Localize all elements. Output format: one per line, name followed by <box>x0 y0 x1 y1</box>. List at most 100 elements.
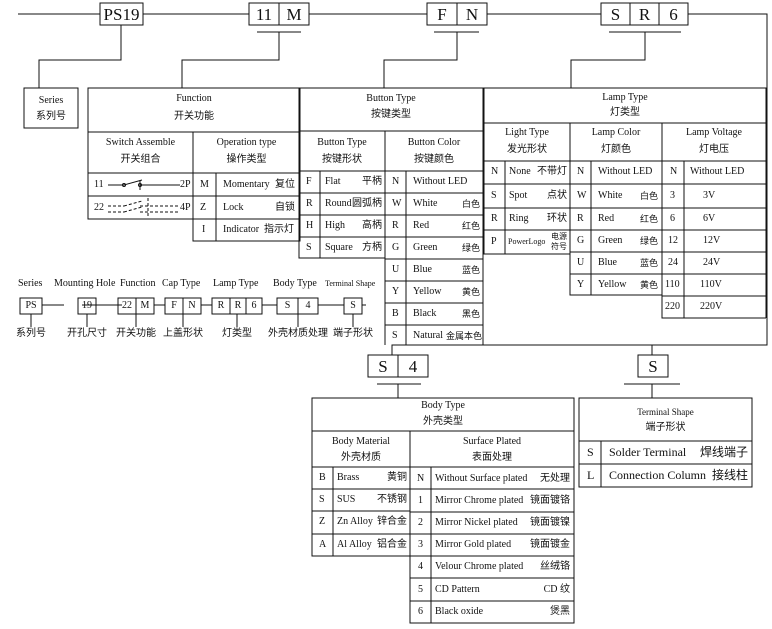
button-type-name-cn: 方柄 <box>362 242 382 253</box>
voltage-code: 220 <box>665 301 680 312</box>
code-light-type: S <box>610 5 621 24</box>
light-type-name: Ring <box>509 213 529 224</box>
button-type-name-cn: 平柄 <box>362 176 382 187</box>
example-header-series: Series <box>18 278 43 289</box>
switch-code: 11 <box>94 179 104 190</box>
light-type-code: P <box>491 236 497 247</box>
body-title-cn: 外壳类型 <box>423 416 463 427</box>
example-code-cap: N <box>188 300 196 311</box>
button-type-code: F <box>306 176 312 187</box>
series-title: Series <box>38 95 64 106</box>
example-label-cn: 开孔尺寸 <box>67 328 107 339</box>
button-color-code: W <box>392 198 402 209</box>
material-name: SUS <box>337 494 356 505</box>
lamp-color-name-cn: 绿色 <box>639 236 658 246</box>
button-type-code: R <box>306 198 313 209</box>
operation-code: M <box>200 179 209 190</box>
button-type-header-cn: 按键形状 <box>322 154 362 165</box>
code-button-color: N <box>465 5 479 24</box>
example-header-function: Function <box>120 278 156 289</box>
lamp-voltage-header-cn: 灯电压 <box>699 144 729 155</box>
surface-name-cn: 镜面镀金 <box>530 539 570 550</box>
terminal-name: Connection Column <box>609 468 706 482</box>
button-color-name: Green <box>413 242 438 253</box>
operation-name: Indicator <box>223 224 260 235</box>
lamp-color-name-cn: 黄色 <box>639 280 658 290</box>
example-code-function: M <box>140 300 150 311</box>
code-button-type: F <box>437 5 447 24</box>
material-name-cn: 黄铜 <box>387 472 407 483</box>
button-color-name-cn: 黑色 <box>461 309 480 319</box>
voltage-code: 3 <box>670 190 675 201</box>
surface-code: 6 <box>418 606 423 617</box>
surface-code: 3 <box>418 539 423 550</box>
terminal-code: L <box>587 468 595 482</box>
lamp-color-name: Yellow <box>598 279 627 290</box>
example-code-hole: 19 <box>82 300 92 311</box>
surface-code: 1 <box>418 495 423 506</box>
terminal-title: Terminal Shape <box>637 407 694 417</box>
button-title: Button Type <box>366 93 416 104</box>
button-color-name: White <box>413 198 438 209</box>
operation-name: Momentary <box>223 179 270 190</box>
surface-name: CD Pattern <box>435 584 480 595</box>
button-color-code: R <box>392 220 399 231</box>
lamp-color-code: Y <box>577 279 585 290</box>
lamp-color-name: White <box>598 190 623 201</box>
light-type-code: S <box>491 190 497 201</box>
example-code-series: PS <box>25 300 37 311</box>
material-name-cn: 锌合金 <box>377 516 407 527</box>
button-type-name: Round <box>325 198 352 209</box>
switch-label: 4P <box>180 202 191 213</box>
button-type-name-cn: 圆弧柄 <box>352 198 382 209</box>
example-code-lamp: R <box>217 300 225 311</box>
material-code: Z <box>319 516 326 527</box>
code-lamp-color: R <box>638 5 651 24</box>
example-label-cn: 灯类型 <box>222 328 252 339</box>
lamp-color-code: N <box>577 166 585 177</box>
operation-header-cn: 操作类型 <box>226 154 267 165</box>
example-code-lamp: R <box>234 300 242 311</box>
button-color-header: Button Color <box>407 137 461 148</box>
lamp-title-cn: 灯类型 <box>610 107 640 118</box>
code-series: PS19 <box>103 5 140 24</box>
lamp-color-code: R <box>577 213 584 224</box>
button-title-cn: 按键类型 <box>371 109 411 120</box>
surface-name-cn: 镜面镀铬 <box>530 495 570 506</box>
button-color-code: B <box>392 308 399 319</box>
code-body-material: S <box>378 357 388 376</box>
switch-header-cn: 开关组合 <box>120 154 161 165</box>
voltage-value: 220V <box>700 301 723 312</box>
lamp-color-header: Lamp Color <box>591 127 641 138</box>
material-name-cn: 铝合金 <box>377 539 407 550</box>
light-type-name: None <box>509 166 531 177</box>
button-color-name: Blue <box>413 264 432 275</box>
surface-name: Mirror Gold plated <box>435 539 512 550</box>
light-type-name-cn: 不带灯 <box>537 166 567 177</box>
material-name: Zn Alloy <box>337 516 373 527</box>
terminal-name-cn: 接线柱 <box>711 468 748 482</box>
button-type-name: Square <box>325 242 353 253</box>
example-code-body: 4 <box>305 300 311 311</box>
button-color-code: S <box>392 330 398 341</box>
button-type-header: Button Type <box>317 137 367 148</box>
operation-header: Operation type <box>216 137 277 148</box>
voltage-value: 24V <box>703 257 721 268</box>
button-color-name-cn: 红色 <box>461 221 480 231</box>
button-color-name-cn: 绿色 <box>461 243 480 253</box>
example-code-function: 22 <box>122 300 132 311</box>
material-code: S <box>319 494 325 505</box>
lamp-color-code: G <box>577 235 585 246</box>
material-name-cn: 不锈钢 <box>377 494 407 505</box>
function-title: Function <box>176 93 212 104</box>
surface-name: Without Surface plated <box>435 473 528 484</box>
code-lamp-voltage: 6 <box>669 5 678 24</box>
material-name: Al Alloy <box>337 539 372 550</box>
surface-code: 2 <box>418 517 423 528</box>
light-type-code: N <box>491 166 499 177</box>
light-type-name-cn: 电源符号 <box>551 232 567 251</box>
lamp-color-name: Green <box>598 235 623 246</box>
button-color-name: Without LED <box>413 176 468 187</box>
